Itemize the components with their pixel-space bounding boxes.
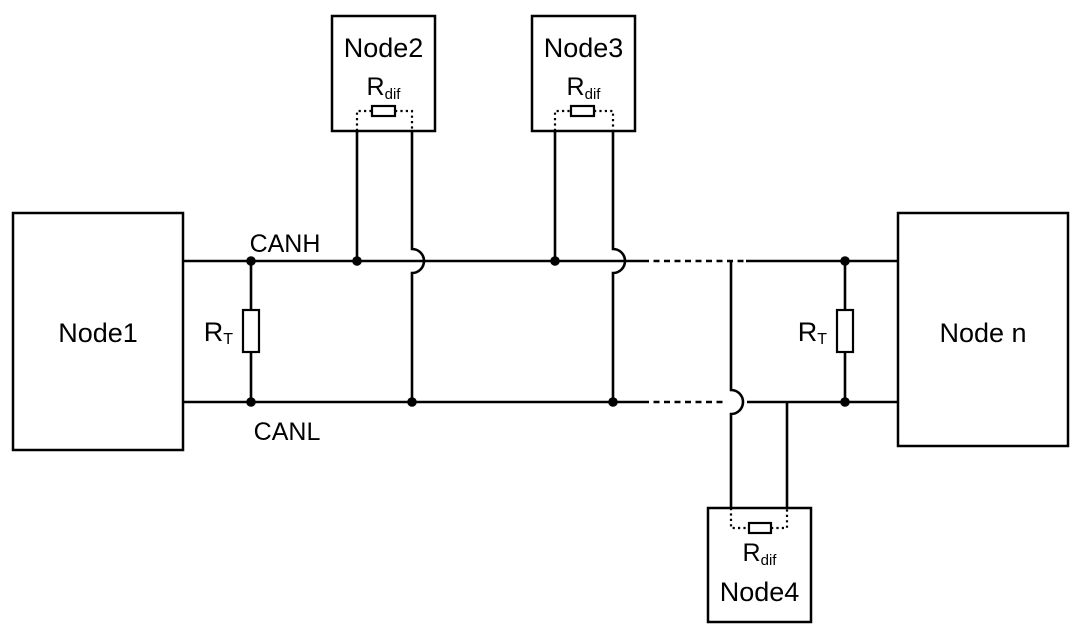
node2-canl-leg-with-hop [410,131,426,402]
node2-rdif-resistor-symbol [370,104,397,118]
node3-rdif-dotted-wire-left [553,109,571,131]
rt-right-label: RT [798,317,828,348]
node1-box [11,211,185,452]
canl-bus: CANL [183,400,898,446]
node4-rdif-dotted-wire-left [729,508,749,530]
node2-canh-junction-dot [352,256,362,266]
node4-rdif-resistor-symbol [747,521,773,535]
termination-resistor-left: RT [204,256,261,407]
node2-canl-junction-dot [407,397,417,407]
node4-rdif-label-subscript: dif [761,552,778,569]
node-n-box [896,211,1070,448]
node2-rdif-label-base: R [367,73,385,101]
rt-right-label-base: R [798,317,818,347]
node3-rdif-label: Rdif [567,73,602,103]
rt-right-resistor-symbol [835,308,855,354]
node4: Rdif Node4 [706,261,813,624]
node2-label: Node2 [344,33,424,63]
rt-left-resistor-symbol [241,308,261,354]
rt-right-canh-junction-dot [840,256,850,266]
rt-left-label: RT [204,317,234,348]
node3: Node3 Rdif [530,14,637,407]
rt-left-canl-junction-dot [246,397,256,407]
node3-label: Node3 [544,33,624,63]
node3-rdif-resistor-symbol [569,104,596,118]
rt-left-canh-junction-dot [246,256,256,266]
node2-rdif-dotted-wire-left [355,109,372,131]
node4-label: Node4 [720,577,800,607]
node4-rdif-label-base: R [743,539,761,567]
rt-left-label-base: R [204,317,224,347]
canh-label: CANH [250,230,321,258]
rt-right-label-subscript: T [817,331,827,348]
node3-canl-junction-dot [608,397,618,407]
node2-rdif-label-subscript: dif [385,86,402,103]
rt-right-canl-junction-dot [840,397,850,407]
node3-rdif-label-subscript: dif [585,86,602,103]
node1: Node1 [11,211,185,452]
node2: Node2 Rdif [330,14,437,407]
node3-canl-leg-with-hop [611,131,627,402]
node1-label: Node1 [58,318,138,348]
canh-bus: CANH [183,230,898,263]
node3-rdif-dotted-wire-right [594,109,615,131]
node-n: Node n [896,211,1070,448]
node2-rdif-label: Rdif [367,73,402,103]
node3-rdif-label-base: R [567,73,585,101]
node3-canh-junction-dot [550,256,560,266]
node-n-label: Node n [939,318,1026,348]
termination-resistor-right: RT [798,256,855,407]
canl-label: CANL [254,418,321,446]
node2-rdif-dotted-wire-right [395,109,414,131]
node4-canh-leg-with-hop [729,261,745,508]
node4-rdif-label: Rdif [743,539,778,569]
rt-left-label-subscript: T [223,331,233,348]
